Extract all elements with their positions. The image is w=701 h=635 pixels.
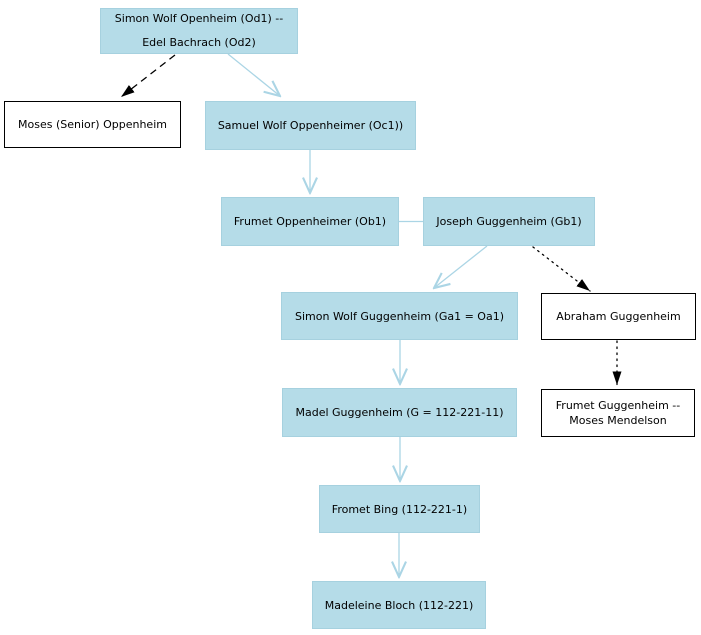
- node-simon-wolf-guggenheim: Simon Wolf Guggenheim (Ga1 = Oa1): [281, 292, 518, 340]
- node-simon-wolf-guggenheim-label: Simon Wolf Guggenheim (Ga1 = Oa1): [295, 309, 504, 323]
- node-madel-guggenheim: Madel Guggenheim (G = 112-221-11): [282, 388, 517, 437]
- edge-joseph-to-abraham: [532, 246, 591, 292]
- node-samuel-wolf-oppenheimer-label: Samuel Wolf Oppenheimer (Oc1)): [217, 119, 404, 132]
- node-madeleine-bloch: Madeleine Bloch (112-221): [312, 581, 486, 629]
- node-abraham-guggenheim: Abraham Guggenheim: [541, 293, 696, 340]
- node-joseph-guggenheim: Joseph Guggenheim (Gb1): [423, 197, 595, 246]
- node-simon-wolf-openheim: Simon Wolf Openheim (Od1) -- Edel Bachra…: [100, 8, 298, 54]
- edge-simon-openheim-to-samuel: [227, 53, 280, 96]
- node-frumet-guggenheim-mendelson-label: Frumet Guggenheim -- Moses Mendelson: [555, 399, 681, 427]
- node-simon-wolf-openheim-label: Simon Wolf Openheim (Od1) -- Edel Bachra…: [114, 12, 284, 49]
- node-moses-senior-oppenheim: Moses (Senior) Oppenheim: [4, 101, 181, 148]
- edge-simon-openheim-to-moses: [120, 54, 176, 98]
- node-frumet-guggenheim-mendelson: Frumet Guggenheim -- Moses Mendelson: [541, 389, 695, 437]
- node-fromet-bing: Fromet Bing (112-221-1): [319, 485, 480, 533]
- node-madeleine-bloch-label: Madeleine Bloch (112-221): [324, 598, 474, 612]
- node-samuel-wolf-oppenheimer: Samuel Wolf Oppenheimer (Oc1)): [205, 101, 416, 150]
- node-frumet-oppenheimer-label: Frumet Oppenheimer (Ob1): [233, 215, 387, 228]
- node-frumet-oppenheimer: Frumet Oppenheimer (Ob1): [221, 197, 399, 246]
- node-moses-senior-oppenheim-label: Moses (Senior) Oppenheim: [18, 118, 167, 131]
- node-joseph-guggenheim-label: Joseph Guggenheim (Gb1): [436, 215, 582, 228]
- node-madel-guggenheim-label: Madel Guggenheim (G = 112-221-11): [295, 406, 504, 419]
- node-fromet-bing-label: Fromet Bing (112-221-1): [331, 502, 468, 516]
- node-abraham-guggenheim-label: Abraham Guggenheim: [556, 310, 681, 323]
- edge-joseph-to-simon-guggenheim: [434, 245, 488, 288]
